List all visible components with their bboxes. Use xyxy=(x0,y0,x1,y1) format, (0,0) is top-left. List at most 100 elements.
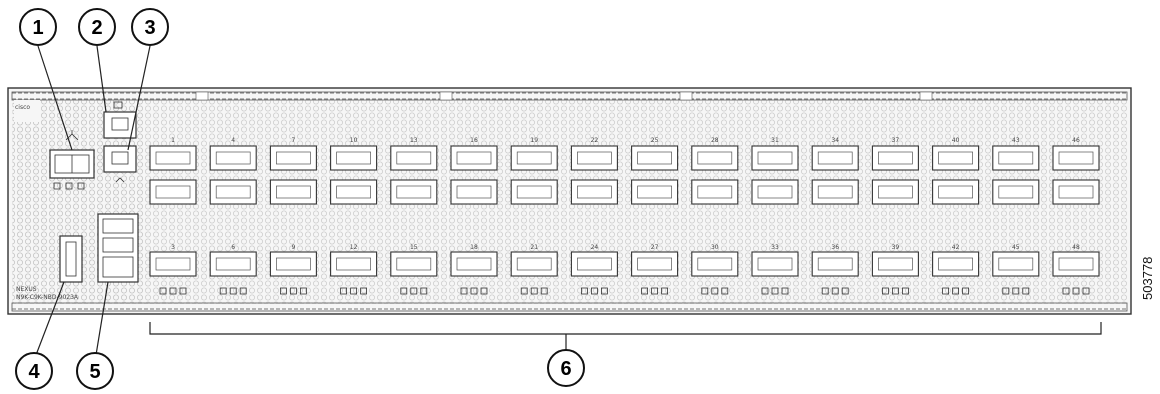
port-led xyxy=(781,287,789,295)
qsfp-port xyxy=(149,251,197,277)
qsfp-port xyxy=(450,251,498,277)
brand-label: NEXUS xyxy=(16,286,37,293)
qsfp-port xyxy=(570,145,618,171)
qsfp-port-cage xyxy=(697,185,733,199)
console-port xyxy=(103,111,137,139)
port-label-top: 1 xyxy=(171,137,175,144)
port-grid: 1346791012131516181921222425272830313334… xyxy=(149,137,1100,295)
port-label-top: 19 xyxy=(530,137,538,144)
port-led xyxy=(169,287,177,295)
port-led xyxy=(841,287,849,295)
port-led xyxy=(410,287,418,295)
port-led xyxy=(239,287,247,295)
svg-text:6: 6 xyxy=(560,358,571,380)
port-led xyxy=(520,287,528,295)
port-label-top: 28 xyxy=(711,137,719,144)
qsfp-port-cage xyxy=(757,151,793,165)
port-led xyxy=(360,287,368,295)
qsfp-port xyxy=(149,179,197,205)
port-led xyxy=(470,287,478,295)
port-label-bottom: 36 xyxy=(831,244,839,251)
port-led xyxy=(1082,287,1090,295)
port-led xyxy=(651,287,658,295)
port-led xyxy=(892,287,899,295)
port-led xyxy=(1072,287,1080,295)
port-label-bottom: 9 xyxy=(291,244,295,251)
leader-lines xyxy=(35,45,1102,356)
port-label-top: 34 xyxy=(831,137,839,144)
port-led xyxy=(711,287,719,295)
port-led xyxy=(229,287,237,295)
port-led xyxy=(340,287,348,295)
port-led xyxy=(721,287,729,295)
port-led xyxy=(591,287,598,295)
model-label: N9K-C9K-NBD-9023A xyxy=(16,294,79,301)
qsfp-port xyxy=(209,145,257,171)
qsfp-port-cage xyxy=(938,257,973,271)
port-led xyxy=(299,287,307,295)
qsfp-port-cage xyxy=(155,151,191,165)
qsfp-port-cage xyxy=(276,151,311,165)
qsfp-port xyxy=(871,145,919,171)
qsfp-port xyxy=(209,179,257,205)
port-led xyxy=(1022,287,1030,295)
qsfp-port-cage xyxy=(215,185,251,199)
qsfp-port-cage xyxy=(1058,257,1094,271)
port-led xyxy=(1002,287,1010,295)
qsfp-port-cage xyxy=(456,257,492,271)
port-led xyxy=(831,287,839,295)
port-label-bottom: 18 xyxy=(470,244,478,251)
qsfp-port xyxy=(510,179,558,205)
qsfp-port xyxy=(330,145,378,171)
qsfp-port xyxy=(330,251,378,277)
port-label-bottom: 30 xyxy=(711,244,719,251)
qsfp-port xyxy=(811,251,859,277)
qsfp-port xyxy=(570,251,618,277)
port-led xyxy=(400,287,408,295)
qsfp-port xyxy=(390,251,438,277)
qsfp-port-cage xyxy=(938,151,973,165)
qsfp-port-cage xyxy=(577,257,612,271)
usb-port xyxy=(59,235,83,283)
qsfp-port-cage xyxy=(878,185,913,199)
port-label-top: 40 xyxy=(952,137,960,144)
qsfp-port-cage xyxy=(215,151,251,165)
qsfp-port-cage xyxy=(757,185,793,199)
port-led xyxy=(1062,287,1070,295)
port-led xyxy=(581,287,588,295)
qsfp-port xyxy=(390,145,438,171)
qsfp-port-cage xyxy=(878,151,913,165)
qsfp-port-cage xyxy=(336,257,371,271)
qsfp-port xyxy=(631,251,679,277)
qsfp-port xyxy=(1052,251,1100,277)
port-led xyxy=(179,287,187,295)
qsfp-port xyxy=(510,145,558,171)
callout-3: 3 xyxy=(131,8,169,46)
qsfp-port-cage xyxy=(697,257,733,271)
port-led xyxy=(540,287,548,295)
port-label-top: 37 xyxy=(892,137,900,144)
qsfp-port-cage xyxy=(516,185,552,199)
qsfp-port xyxy=(691,145,739,171)
port-led xyxy=(159,287,167,295)
port-label-bottom: 3 xyxy=(171,244,175,251)
port-label-bottom: 15 xyxy=(410,244,418,251)
qsfp-port-cage xyxy=(637,257,672,271)
port-led xyxy=(701,287,709,295)
qsfp-port xyxy=(811,179,859,205)
qsfp-port-cage xyxy=(998,257,1034,271)
qsfp-port xyxy=(871,251,919,277)
qsfp-port-cage xyxy=(276,257,311,271)
management-rj45-port xyxy=(103,145,137,173)
port-led xyxy=(761,287,769,295)
qsfp-port xyxy=(631,145,679,171)
port-label-top: 10 xyxy=(350,137,358,144)
qsfp-port xyxy=(992,251,1040,277)
port-led xyxy=(601,287,608,295)
port-led xyxy=(902,287,909,295)
port-led xyxy=(420,287,428,295)
management-section: cisco NEXUS N9K-C9K-NBD-9023A xyxy=(12,100,145,303)
port-led xyxy=(460,287,468,295)
callout-5: 5 xyxy=(76,352,114,390)
